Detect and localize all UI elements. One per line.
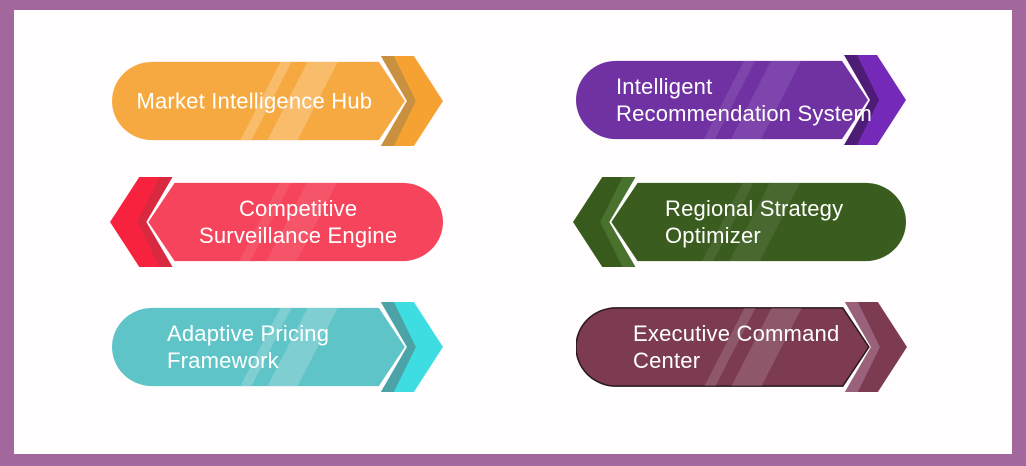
banner-label-line-2: Surveillance Engine: [199, 223, 398, 248]
banner-label-line-2: Optimizer: [665, 223, 761, 248]
banner-label-line-2: Framework: [167, 348, 279, 373]
arrow-ribbon-right-icon: [112, 302, 443, 392]
arrow-ribbon-right-icon: [112, 56, 443, 146]
banner-label-line-1: Executive Command: [633, 321, 840, 346]
banner-label-line-1: Adaptive Pricing: [167, 321, 330, 346]
banner-label-line-2: Center: [633, 348, 701, 373]
arrow-ribbon-left-icon: [110, 177, 443, 267]
banner-market-intelligence-hub: Market Intelligence Hub: [112, 56, 443, 146]
arrow-ribbon-left-icon: [573, 177, 906, 267]
banner-label-line-2: Recommendation System: [616, 101, 873, 126]
banner-label-line-1: Market Intelligence Hub: [136, 88, 373, 114]
banner-label-line-1: Competitive: [238, 196, 358, 221]
arrow-ribbon-right-icon: [576, 55, 906, 145]
banner-label-line-1: Regional Strategy: [665, 196, 844, 221]
banner-label-line-1: Intelligent: [616, 74, 713, 99]
banner-label: Market Intelligence Hub: [112, 88, 397, 115]
arrow-ribbon-right-icon: [576, 302, 907, 392]
